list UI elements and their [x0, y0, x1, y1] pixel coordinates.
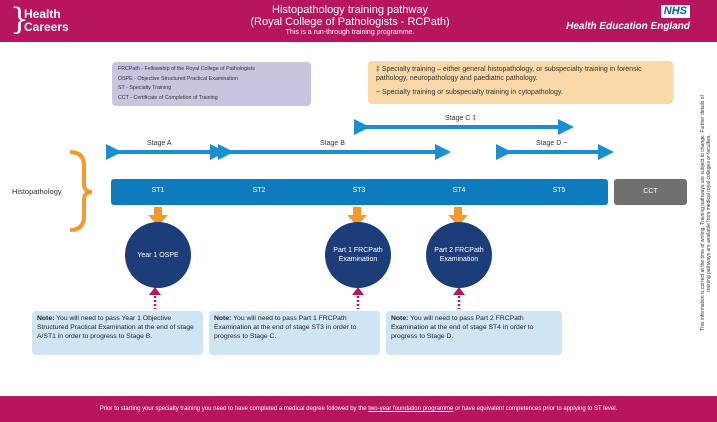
foundation-programme-link[interactable]: two-year foundation programme [368, 406, 454, 412]
note-box-part2: Note: You will need to pass Part 2 FRCPa… [386, 311, 562, 355]
hee-logo-text: Health Education England [566, 21, 690, 32]
pink-dotted-arrow-1 [149, 287, 161, 309]
st1-label: ST1 [151, 187, 165, 194]
pink-dotted-arrow-3 [453, 287, 465, 309]
logo-text-careers: Careers [24, 20, 69, 34]
training-timeline-bar [111, 179, 608, 205]
orange-arrow-st4 [448, 207, 468, 226]
exam-ospe-label: Year 1 OSPE [137, 251, 179, 259]
page-title: Histopathology training pathway [272, 4, 428, 16]
brace-icon: } [10, 2, 30, 37]
logo-text-health: Health [24, 7, 61, 21]
st2-label: ST2 [252, 187, 266, 194]
stage-b-label: Stage B [320, 140, 345, 147]
health-careers-logo[interactable]: } Health Careers [10, 5, 90, 39]
nhs-logo: NHS [660, 5, 690, 18]
orange-arrow-st1 [148, 207, 168, 226]
note-label: Note: [37, 315, 55, 322]
stage-c-label: Stage C ‡ [445, 115, 477, 122]
note-label: Note: [391, 315, 409, 322]
orange-arrow-st3 [347, 207, 367, 226]
note-box-part1: Note: You will need to pass Part 1 FRCPa… [209, 311, 380, 355]
header-bar: } Health Careers Histopathology training… [0, 0, 717, 42]
abbr-ospe: OSPE - Objective Structured Practical Ex… [118, 75, 238, 82]
page-subtitle: (Royal College of Pathologists - RCPath) [250, 16, 450, 28]
st5-label: ST5 [552, 187, 566, 194]
stage-a-label: Stage A [147, 140, 172, 147]
exam-ospe-circle: Year 1 OSPE [125, 222, 191, 288]
abbr-cct: CCT - Certificate of Completion of Train… [118, 94, 218, 101]
exam-part2-sub: Examination [439, 256, 479, 263]
note-text: You will need to pass Part 2 FRCPath Exa… [391, 315, 534, 340]
exam-part1-circle: Part 1 FRCPath Examination [325, 222, 391, 288]
footer-bar: Prior to starting your specialty trainin… [0, 396, 717, 422]
abbreviations-box: FRCPath - Fellowship of the Royal Colleg… [112, 62, 311, 106]
abbr-st: ST - Specialty Training [118, 85, 172, 91]
side-disclaimer: This information is correct at the time … [696, 95, 716, 338]
abbr-frcpath: FRCPath - Fellowship of the Royal Colleg… [118, 66, 255, 72]
stage-c-note: ‡ Specialty training – either general hi… [376, 66, 642, 82]
note-text: You will need to pass Part 1 FRCPath Exa… [214, 315, 357, 340]
histopathology-label: Histopathology [12, 187, 62, 196]
exam-part1-label: Part 1 FRCPath [333, 247, 383, 254]
stage-notes-box: ‡ Specialty training – either general hi… [368, 61, 673, 104]
side-disclaimer-text: This information is correct at the time … [700, 95, 712, 331]
cct-block: CCT [614, 179, 687, 205]
note-text: You will need to pass Year 1 Objective S… [37, 315, 194, 340]
programme-note: This is a run-through training programme… [285, 29, 415, 36]
note-box-ospe: Note: You will need to pass Year 1 Objec… [32, 311, 203, 355]
pink-dotted-arrow-2 [352, 287, 364, 309]
stage-d-note: ~ Specialty training or subspecialty tra… [376, 89, 563, 96]
histopathology-brace [69, 150, 93, 232]
st4-label: ST4 [452, 187, 466, 194]
exam-part2-label: Part 2 FRCPath [434, 247, 484, 254]
footer-text-pre: Prior to starting your specialty trainin… [99, 406, 369, 412]
footer-text-post: or have equivalent competences prior to … [453, 406, 618, 412]
note-label: Note: [214, 315, 232, 322]
stage-d-label: Stage D ~ [536, 140, 568, 147]
exam-part1-sub: Examination [338, 256, 378, 263]
st3-label: ST3 [352, 187, 366, 194]
exam-part2-circle: Part 2 FRCPath Examination [426, 222, 492, 288]
